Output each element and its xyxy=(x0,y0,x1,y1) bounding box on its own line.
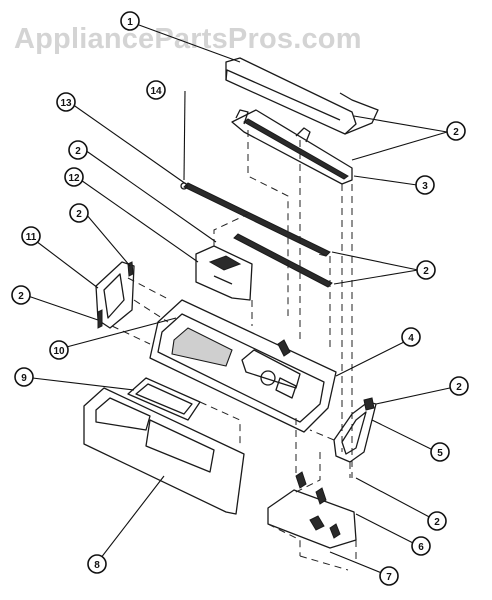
svg-text:2: 2 xyxy=(453,127,459,138)
callout-2-top: 2 xyxy=(446,121,466,141)
top-trim-cover xyxy=(225,57,379,135)
svg-text:13: 13 xyxy=(60,98,72,109)
svg-text:2: 2 xyxy=(434,517,440,528)
callout-7: 7 xyxy=(379,566,399,586)
svg-text:2: 2 xyxy=(423,266,429,277)
guide-rod xyxy=(233,233,333,288)
callout-12: 12 xyxy=(64,167,84,187)
right-end-cap xyxy=(333,397,377,463)
assembly-guide-lines xyxy=(111,130,357,571)
svg-text:2: 2 xyxy=(76,209,82,220)
svg-text:5: 5 xyxy=(437,448,443,459)
callout-6: 6 xyxy=(411,536,431,556)
callout-11: 11 xyxy=(21,226,41,246)
svg-text:9: 9 xyxy=(21,373,27,384)
callout-13: 13 xyxy=(56,92,76,112)
svg-text:2: 2 xyxy=(75,146,81,157)
callout-14: 14 xyxy=(146,80,166,100)
watermark: AppliancePartsPros.com xyxy=(14,23,362,55)
left-end-cap xyxy=(95,261,135,329)
leader-lines xyxy=(23,24,460,577)
console-housing xyxy=(149,299,337,433)
svg-text:4: 4 xyxy=(408,333,414,344)
callout-2-right-lower: 2 xyxy=(449,376,469,396)
callout-9: 9 xyxy=(14,367,34,387)
callout-5: 5 xyxy=(430,442,450,462)
front-panel-fascia xyxy=(83,387,245,515)
callout-2-lower-left: 2 xyxy=(11,285,31,305)
svg-text:10: 10 xyxy=(53,346,65,357)
callout-1: 1 xyxy=(120,11,140,31)
callout-2-bottom-right: 2 xyxy=(427,511,447,531)
callout-8: 8 xyxy=(87,554,107,574)
svg-text:3: 3 xyxy=(422,181,428,192)
callout-4: 4 xyxy=(401,327,421,347)
control-panel-bracket xyxy=(231,109,353,185)
switch-assembly xyxy=(267,471,357,549)
svg-text:14: 14 xyxy=(150,86,162,97)
callout-3: 3 xyxy=(415,175,435,195)
svg-text:2: 2 xyxy=(18,291,24,302)
light-rod xyxy=(180,182,331,257)
svg-text:11: 11 xyxy=(26,232,37,243)
svg-text:7: 7 xyxy=(386,572,392,583)
callout-2-upper-left: 2 xyxy=(68,140,88,160)
svg-text:2: 2 xyxy=(456,382,462,393)
callout-2-right-mid: 2 xyxy=(416,260,436,280)
callout-2-mid-left: 2 xyxy=(69,203,89,223)
svg-text:8: 8 xyxy=(94,560,100,571)
svg-text:6: 6 xyxy=(418,542,424,553)
control-board xyxy=(195,245,253,301)
panel-lens xyxy=(127,377,201,421)
svg-text:12: 12 xyxy=(68,173,80,184)
callout-10: 10 xyxy=(49,340,69,360)
svg-text:1: 1 xyxy=(127,17,133,28)
